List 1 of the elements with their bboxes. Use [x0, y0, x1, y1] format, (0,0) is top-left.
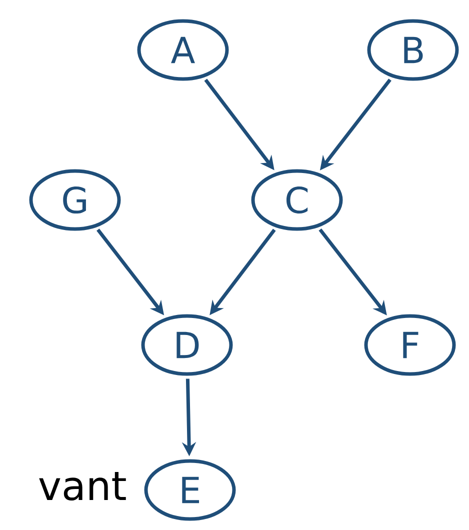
cropped-text: vant [39, 472, 126, 501]
